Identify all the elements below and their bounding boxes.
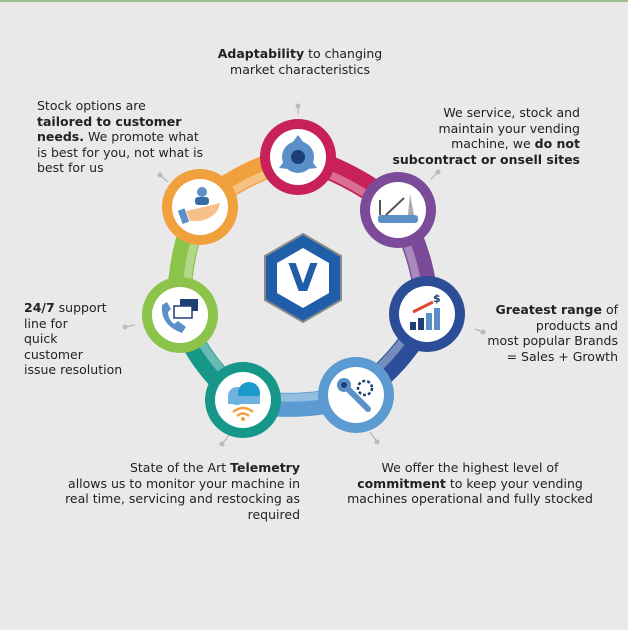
cloud-wifi-icon [228, 382, 260, 421]
caption-text: to changing [304, 46, 383, 61]
caption-text: machines operational and fully stocked [347, 491, 593, 506]
caption-text: support [54, 300, 107, 315]
caption-text: best for us [37, 160, 104, 175]
caption-bold: needs. [37, 129, 84, 144]
caption-adaptability: Adaptability to changing market characte… [200, 46, 400, 77]
caption-text: customer [24, 346, 83, 362]
growth-chart-icon: $ [410, 292, 441, 330]
caption-text: real time, servicing and restocking as [65, 491, 300, 506]
caption-text: quick [24, 331, 58, 346]
arrows-cycle-icon [279, 135, 317, 173]
caption-text: maintain your vending [438, 120, 580, 136]
logo-letter: V [288, 256, 318, 300]
caption-range: Greatest range of products and most popu… [418, 302, 618, 364]
connector-dot [374, 439, 380, 445]
caption-bold: Adaptability [217, 46, 305, 61]
connector-dot [122, 324, 128, 330]
caption-text: = Sales + Growth [506, 348, 618, 364]
caption-commitment: We offer the highest level of commitment… [340, 460, 600, 507]
caption-bold: commitment [357, 475, 446, 491]
hand-person-icon [177, 187, 220, 224]
caption-text: is best for you, not what is [37, 144, 204, 160]
caption-bold: 24/7 [24, 300, 55, 315]
multitool-icon [378, 194, 418, 223]
caption-text: Stock options are [37, 98, 146, 113]
caption-text: We promote what [84, 129, 199, 144]
caption-text: most popular Brands [487, 333, 618, 348]
caption-bold: tailored to customer [37, 113, 182, 129]
caption-bold: Telemetry [230, 460, 300, 475]
caption-text: of [601, 302, 618, 317]
caption-text: State of the Art [129, 460, 231, 475]
caption-text: allows us to monitor your machine in [68, 475, 300, 491]
caption-bold: do not [534, 136, 580, 151]
caption-text: We service, stock and [443, 105, 580, 120]
caption-stock-options: Stock options are tailored to customer n… [37, 98, 237, 176]
caption-support: 24/7 support line for quick customer iss… [24, 300, 134, 378]
caption-service: We service, stock and maintain your vend… [380, 105, 580, 167]
connector-dot [480, 329, 486, 335]
caption-text: line for [24, 315, 68, 331]
connector-dot [295, 103, 301, 109]
svg-text:$: $ [433, 292, 441, 305]
caption-text: to keep your vending [445, 475, 583, 491]
caption-text: We offer the highest level of [381, 460, 559, 475]
wrench-gear-icon [337, 378, 374, 412]
caption-text: required [247, 506, 300, 522]
connector-dot [435, 169, 441, 175]
stock-node-inner [172, 179, 228, 235]
caption-text: products and [535, 317, 618, 333]
service-node-inner [370, 182, 426, 238]
caption-bold: Greatest range [495, 302, 602, 317]
company-logo: V [264, 232, 342, 324]
caption-text: machine, we [451, 136, 535, 151]
caption-text: market characteristics [230, 61, 370, 77]
caption-bold: subcontract or onsell sites [392, 151, 580, 167]
phone-chat-icon [161, 299, 198, 333]
caption-telemetry: State of the Art Telemetry allows us to … [40, 460, 300, 522]
caption-text: issue resolution [24, 362, 123, 377]
connector-dot [219, 441, 225, 447]
connector-dot [157, 172, 163, 178]
